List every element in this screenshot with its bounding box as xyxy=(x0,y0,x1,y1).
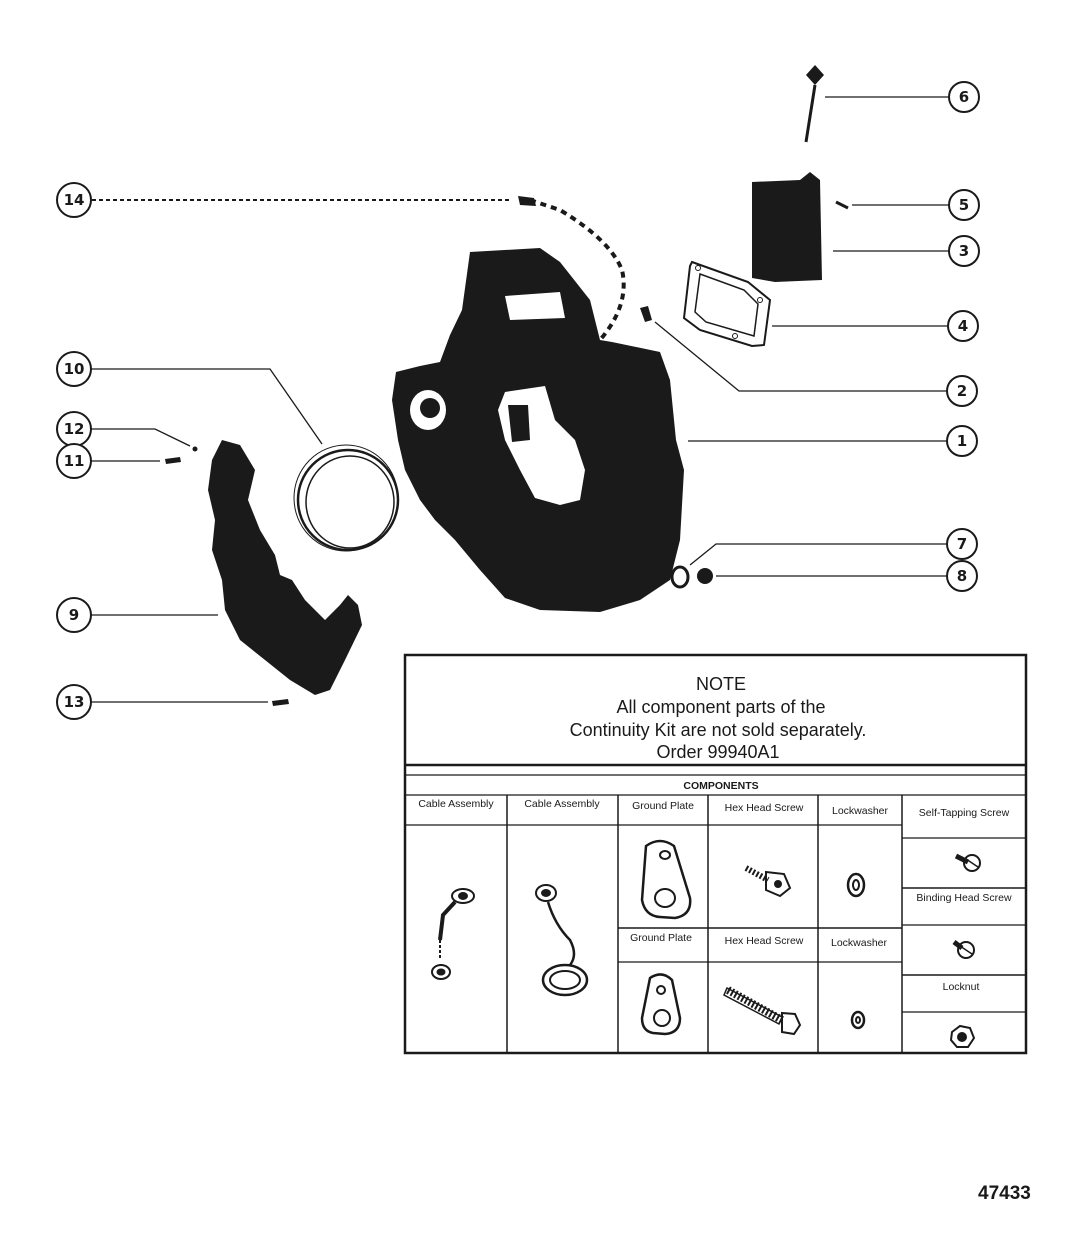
svg-text:5: 5 xyxy=(959,196,969,214)
part-2-screw xyxy=(640,306,652,322)
part-12-screw xyxy=(192,446,198,452)
svg-text:6: 6 xyxy=(959,88,969,106)
svg-text:7: 7 xyxy=(957,535,967,553)
part-1-housing xyxy=(392,248,684,612)
cable-assembly-2-drawing xyxy=(535,884,589,997)
part-9-cover xyxy=(208,440,362,695)
ground-plate-2-drawing xyxy=(640,973,682,1036)
callout-4: 4 xyxy=(947,310,979,342)
callout-5: 5 xyxy=(948,189,980,221)
svg-text:9: 9 xyxy=(69,606,79,624)
binding-head-screw-drawing xyxy=(952,940,975,959)
leader-7 xyxy=(689,543,947,566)
label-binding-head-screw: Binding Head Screw xyxy=(916,892,1012,904)
part-8-nut xyxy=(697,568,713,584)
callout-13: 13 xyxy=(56,684,92,720)
label-hex-head-screw-2: Hex Head Screw xyxy=(725,935,804,947)
callout-14: 14 xyxy=(56,182,92,218)
svg-text:3: 3 xyxy=(959,242,969,260)
svg-text:13: 13 xyxy=(64,693,85,711)
self-tapping-screw-drawing xyxy=(954,853,981,872)
part-6-dipstick xyxy=(804,65,824,143)
components-header: COMPONENTS xyxy=(683,780,758,792)
leader-12 xyxy=(91,428,191,447)
hex-head-screw-1-drawing xyxy=(744,865,792,898)
svg-text:10: 10 xyxy=(64,360,85,378)
lockwasher-1-drawing xyxy=(846,872,866,898)
callout-7: 7 xyxy=(946,528,978,560)
label-lockwasher-1: Lockwasher xyxy=(832,805,889,817)
part-5-screw xyxy=(835,200,849,210)
callout-2: 2 xyxy=(946,375,978,407)
label-self-tapping-screw: Self-Tapping Screw xyxy=(919,807,1010,819)
lockwasher-2-drawing xyxy=(850,1010,866,1030)
label-cable-assembly-2: Cable Assembly xyxy=(524,798,600,810)
leader-10 xyxy=(91,368,323,445)
part-11-screw xyxy=(165,457,181,464)
callout-10: 10 xyxy=(56,351,92,387)
callout-3: 3 xyxy=(948,235,980,267)
part-13-screw xyxy=(272,699,289,706)
note-line-2: Continuity Kit are not sold separately. xyxy=(570,720,867,740)
svg-text:1: 1 xyxy=(957,432,967,450)
part-10-seal-ring xyxy=(293,444,400,552)
part-7-washer xyxy=(670,565,690,589)
ground-plate-1-drawing xyxy=(640,839,692,920)
svg-text:8: 8 xyxy=(957,567,967,585)
continuity-kit-table xyxy=(403,653,1028,1055)
note-line-1: All component parts of the xyxy=(616,697,825,717)
svg-text:14: 14 xyxy=(64,191,85,209)
part-14-ground-wire xyxy=(518,196,626,407)
callout-6: 6 xyxy=(948,81,980,113)
callout-9: 9 xyxy=(56,597,92,633)
part-3-cover-plate xyxy=(752,172,822,282)
leader-2 xyxy=(654,321,947,392)
label-lockwasher-2: Lockwasher xyxy=(831,937,888,949)
label-cable-assembly-1: Cable Assembly xyxy=(418,798,494,810)
part-4-gasket xyxy=(682,260,772,348)
note-title: NOTE xyxy=(696,674,746,694)
callout-11: 11 xyxy=(56,443,92,479)
hex-head-screw-2-drawing xyxy=(723,986,802,1036)
svg-text:2: 2 xyxy=(957,382,967,400)
callout-1: 1 xyxy=(946,425,978,457)
svg-text:4: 4 xyxy=(958,317,968,335)
callout-8: 8 xyxy=(946,560,978,592)
svg-text:12: 12 xyxy=(64,420,85,438)
callout-12: 12 xyxy=(56,411,92,447)
label-locknut: Locknut xyxy=(943,981,980,993)
svg-text:11: 11 xyxy=(64,452,85,470)
label-hex-head-screw-1: Hex Head Screw xyxy=(725,802,804,814)
label-ground-plate-1: Ground Plate xyxy=(632,800,694,812)
drawing-number: 47433 xyxy=(978,1183,1031,1204)
cable-assembly-1-drawing xyxy=(431,888,475,980)
label-ground-plate-2: Ground Plate xyxy=(630,932,692,944)
locknut-drawing xyxy=(949,1024,976,1048)
note-line-3: Order 99940A1 xyxy=(656,742,779,762)
